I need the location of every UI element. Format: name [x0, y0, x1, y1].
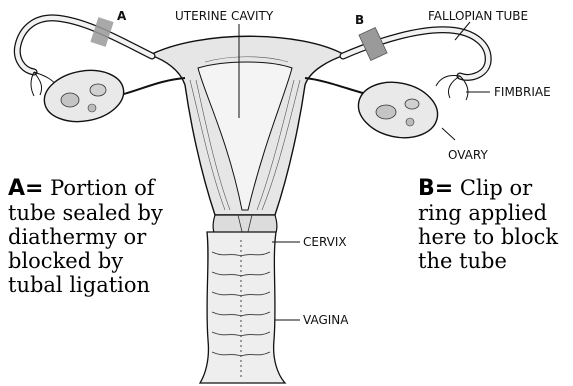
fimbriae-label: FIMBRIAE	[494, 85, 551, 99]
caption-a-text-1: Portion of	[50, 176, 154, 200]
caption-a-line-5: tubal ligation	[8, 273, 163, 297]
caption-a: A= Portion of tube sealed by diathermy o…	[8, 176, 163, 297]
cervix-label: CERVIX	[303, 235, 347, 249]
marker-b-label: B	[355, 13, 364, 27]
caption-a-key: A=	[8, 176, 43, 201]
right-fimbriae	[436, 75, 468, 100]
vagina	[200, 232, 285, 383]
caption-a-line-1: A= Portion of	[8, 176, 163, 201]
right-ovarian-ligament	[305, 78, 370, 95]
caption-b: B= Clip or ring applied here to block th…	[418, 176, 558, 273]
caption-b-line-2: ring applied	[418, 201, 558, 225]
left-ovary	[40, 64, 127, 127]
caption-b-line-1: B= Clip or	[418, 176, 558, 201]
right-ovary	[353, 75, 442, 144]
caption-a-line-3: diathermy or	[8, 225, 163, 249]
caption-a-line-2: tube sealed by	[8, 201, 163, 225]
caption-b-line-3: here to block	[418, 225, 558, 249]
fallopian-tube-label: FALLOPIAN TUBE	[428, 9, 528, 23]
caption-b-line-4: the tube	[418, 249, 558, 273]
caption-a-line-4: blocked by	[8, 249, 163, 273]
vagina-label: VAGINA	[303, 313, 349, 327]
uterine-cavity-label: UTERINE CAVITY	[175, 9, 274, 23]
caption-b-key: B=	[418, 176, 453, 201]
ovary-label: OVARY	[448, 148, 488, 162]
marker-a-label: A	[117, 9, 127, 23]
tube-segment-a-highlight	[90, 17, 113, 47]
caption-b-text-1: Clip or	[460, 176, 532, 200]
tube-clip-b	[359, 28, 387, 61]
left-ovarian-ligament	[120, 78, 185, 95]
